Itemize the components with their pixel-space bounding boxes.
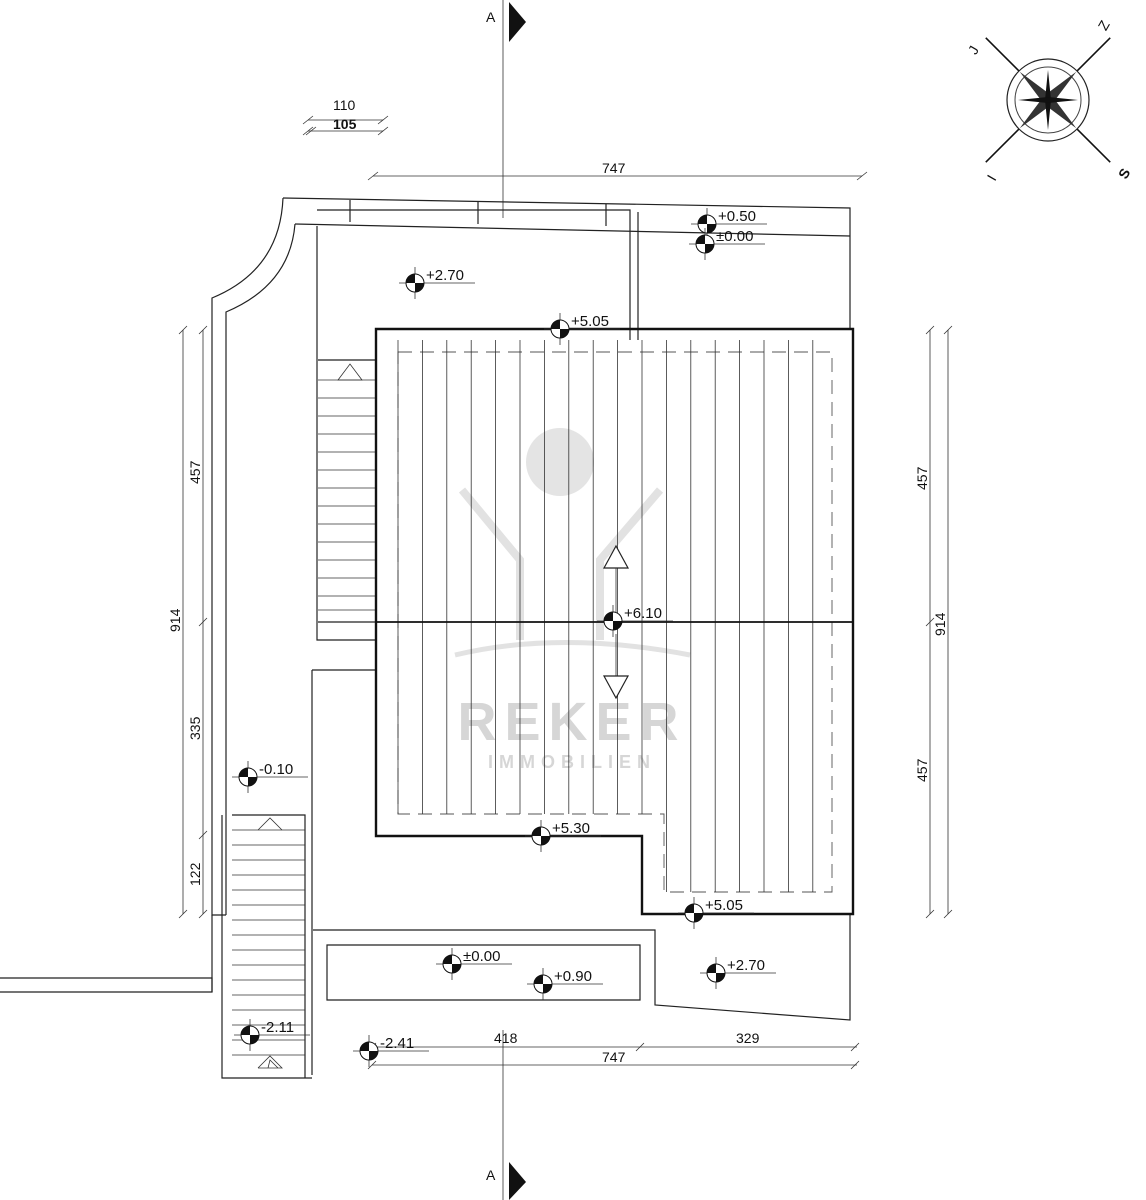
dim-top-width: 747 <box>602 160 626 176</box>
level-value: +0.90 <box>554 968 592 985</box>
site-walls <box>0 197 851 1079</box>
roof-outline <box>374 327 855 916</box>
level-value: +5.05 <box>571 313 609 330</box>
section-mark-top: A <box>486 9 496 25</box>
dim-left-middle: 335 <box>187 716 203 740</box>
level-value: ±0.00 <box>463 948 500 965</box>
level-marker: +0.90 <box>527 968 603 1000</box>
dim-left-lower: 122 <box>187 862 203 886</box>
dim-bottom-right: 329 <box>736 1030 760 1046</box>
level-marker: ±0.00 <box>436 948 512 980</box>
watermark-sub: IMMOBILIEN <box>488 752 656 772</box>
compass-label-south: J <box>965 43 982 57</box>
section-arrow-bottom-icon <box>509 1162 526 1200</box>
level-marker: -2.41 <box>353 1035 429 1067</box>
section-arrow-top-icon <box>509 2 526 42</box>
level-marker: +2.70 <box>399 267 475 299</box>
level-marker: +5.30 <box>525 820 601 852</box>
level-value: +2.70 <box>426 267 464 284</box>
watermark-name: REKER <box>457 692 686 752</box>
dim-bottom-total: 747 <box>602 1049 626 1065</box>
level-marker: +6.10 <box>597 605 673 637</box>
level-value: -2.11 <box>261 1019 294 1036</box>
dimension-lines: 110 105 747 914 457 335 122 457 457 914 … <box>167 97 953 1070</box>
level-value: +0.50 <box>718 208 756 225</box>
level-markers: +0.50 ±0.00 +2.70 +5.05 +6.10 -0.10 +5.30 +5.05… <box>232 208 776 1067</box>
level-value: -0.10 <box>259 761 293 778</box>
dim-right-total: 914 <box>932 612 948 636</box>
level-value: +5.05 <box>705 897 743 914</box>
level-value: +5.30 <box>552 820 590 837</box>
dim-scale-bottom: 105 <box>333 116 357 132</box>
level-marker: +5.05 <box>544 313 620 345</box>
compass-label-north: S <box>1115 165 1134 181</box>
level-value: -2.41 <box>380 1035 414 1052</box>
level-marker: +5.05 <box>678 897 754 929</box>
level-marker: +2.70 <box>700 957 776 989</box>
dim-left-total: 914 <box>167 608 183 632</box>
compass-label-west: Z <box>1095 17 1113 33</box>
section-mark-bottom: A <box>486 1167 496 1183</box>
dim-bottom-left: 418 <box>494 1030 518 1046</box>
dim-left-upper: 457 <box>187 460 203 484</box>
dim-right-lower: 457 <box>914 758 930 782</box>
level-value: +6.10 <box>624 605 662 622</box>
level-value: ±0.00 <box>716 228 753 245</box>
compass-rose-icon <box>985 37 1111 163</box>
level-value: +2.70 <box>727 957 765 974</box>
level-marker: -0.10 <box>232 761 308 793</box>
compass-label-east: I <box>984 172 1000 183</box>
level-marker: ±0.00 <box>689 228 765 260</box>
level-marker: +0.50 <box>691 208 767 240</box>
dim-right-upper: 457 <box>914 466 930 490</box>
watermark-logo: REKER IMMOBILIEN <box>454 428 691 772</box>
dim-scale-top: 110 <box>333 97 356 113</box>
level-marker: -2.11 <box>234 1019 310 1051</box>
slope-arrow-down-icon <box>602 675 630 700</box>
